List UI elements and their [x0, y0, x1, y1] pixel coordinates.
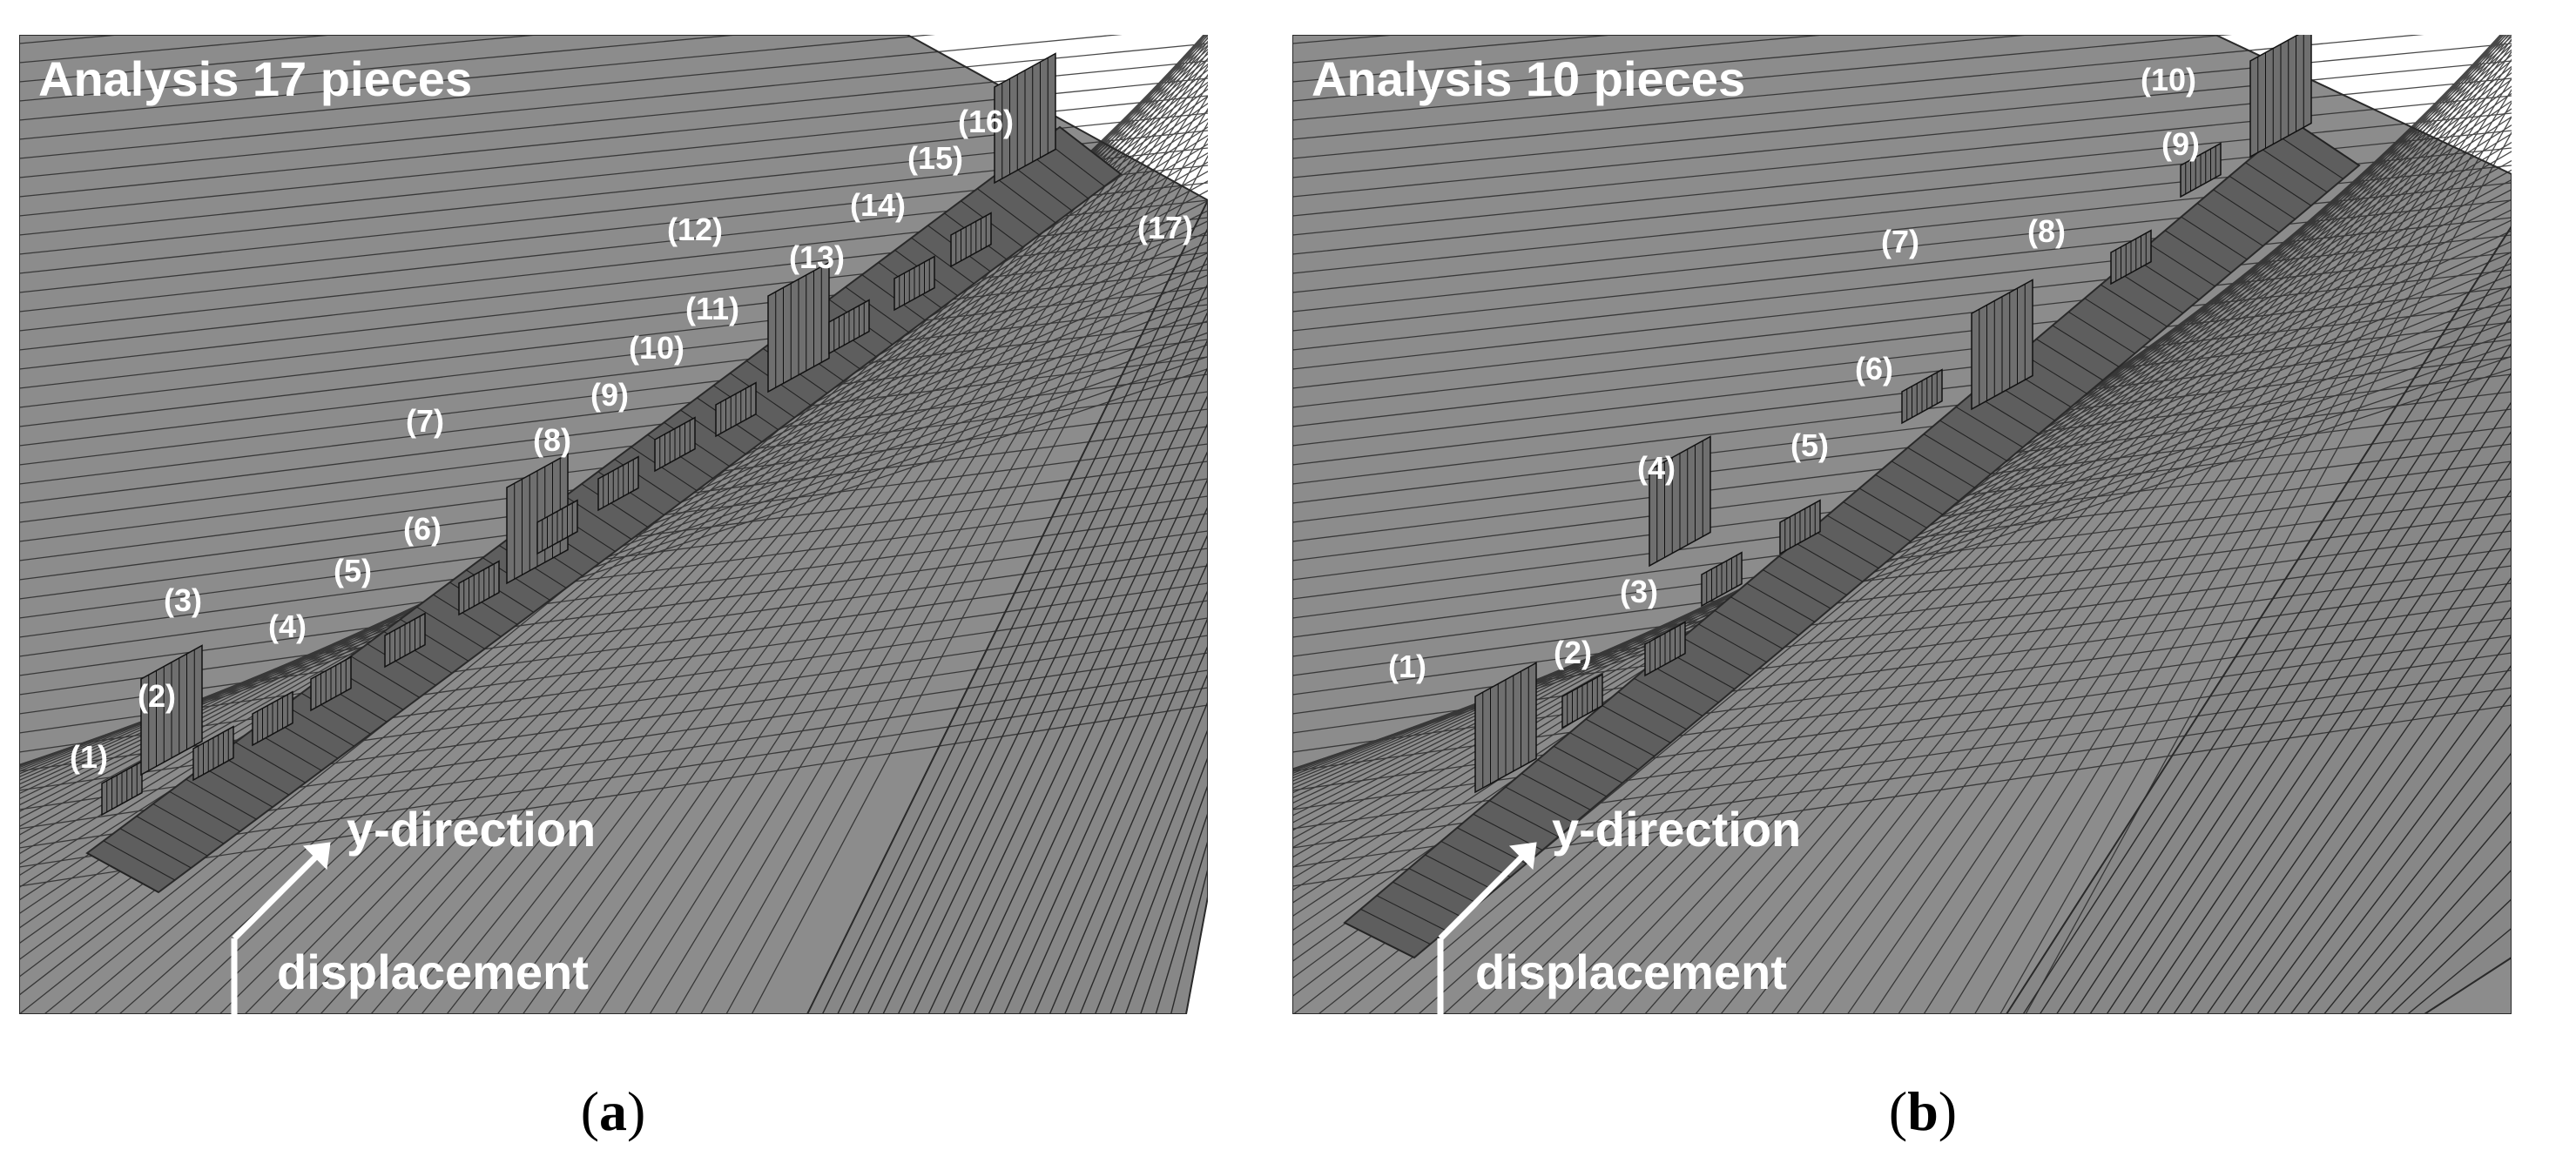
panel-b-title: Analysis 10 pieces [1312, 51, 1746, 106]
y-direction-label-a: y-direction [347, 802, 597, 857]
piece-label-b-5: (5) [1790, 427, 1829, 463]
piece-label-a-12: (12) [666, 212, 724, 247]
piece-block [828, 299, 870, 355]
piece-block [2249, 35, 2312, 158]
axis-arrows [231, 842, 331, 1014]
piece-block [506, 453, 569, 585]
piece-blocks [1474, 35, 2312, 794]
piece-label-a-9: (9) [590, 377, 629, 413]
piece-block [994, 52, 1056, 185]
y-direction-arrow [232, 849, 324, 941]
y-direction-arrowhead [302, 842, 331, 871]
piece-label-a-13: (13) [788, 239, 846, 275]
piece-block [950, 212, 992, 268]
piece-label-a-2: (2) [138, 678, 176, 714]
piece-block [192, 725, 234, 782]
panel-a-title: Analysis 17 pieces [38, 51, 473, 106]
piece-block [715, 381, 757, 438]
mesh-b [1292, 35, 2512, 1014]
piece-label-a-3: (3) [164, 582, 202, 618]
piece-label-a-6: (6) [403, 511, 442, 547]
y-direction-arrow [1438, 849, 1530, 941]
piece-block [1561, 673, 1603, 729]
piece-label-a-1: (1) [70, 739, 108, 775]
piece-block [1971, 279, 2033, 411]
piece-block [384, 612, 426, 669]
piece-block [1644, 621, 1686, 677]
piece-block [458, 560, 500, 616]
piece-label-a-7: (7) [406, 403, 444, 439]
piece-block [536, 499, 578, 555]
piece-label-b-10: (10) [2140, 62, 2197, 97]
piece-block [597, 455, 639, 512]
piece-block [252, 690, 293, 747]
piece-block [1901, 368, 1943, 425]
axis-arrows [1437, 842, 1537, 1014]
piece-block [310, 655, 352, 712]
piece-label-b-8: (8) [2027, 213, 2066, 249]
caption-a: (a) [580, 1080, 646, 1142]
piece-label-a-14: (14) [849, 187, 907, 223]
displacement-label-b: displacement [1475, 945, 1787, 999]
piece-label-b-4: (4) [1637, 450, 1676, 486]
panel-a: Analysis 17 pieces (1) (2) (3) (4) (5) (… [19, 35, 1208, 1014]
piece-block [2180, 142, 2222, 198]
y-direction-label-b: y-direction [1552, 802, 1802, 857]
caption-b: (b) [1888, 1080, 1958, 1142]
piece-label-a-15: (15) [907, 140, 964, 176]
piece-label-a-16: (16) [957, 104, 1015, 139]
piece-block [2110, 229, 2152, 286]
piece-block [767, 261, 830, 393]
piece-label-a-17: (17) [1136, 210, 1194, 245]
piece-label-a-11: (11) [684, 291, 740, 326]
piece-label-a-4: (4) [268, 608, 307, 644]
piece-label-a-10: (10) [628, 330, 685, 366]
piece-block [1701, 551, 1743, 608]
piece-block [101, 760, 143, 817]
piece-blocks [101, 52, 1056, 817]
piece-label-b-6: (6) [1855, 351, 1893, 387]
side-grid [2006, 225, 2512, 1014]
piece-label-b-3: (3) [1620, 574, 1658, 609]
piece-label-b-2: (2) [1554, 635, 1592, 670]
side-grid [806, 199, 1208, 1014]
piece-block [1649, 435, 1711, 568]
piece-block [654, 416, 696, 473]
y-direction-arrowhead [1508, 842, 1537, 871]
piece-label-b-7: (7) [1881, 224, 1919, 259]
piece-block [140, 644, 203, 776]
piece-block [1779, 499, 1821, 555]
piece-label-a-8: (8) [533, 422, 571, 458]
piece-label-b-9: (9) [2161, 126, 2200, 162]
mesh-a [19, 35, 1208, 1014]
piece-block [894, 255, 935, 312]
displacement-label-a: displacement [277, 945, 589, 999]
piece-label-a-5: (5) [334, 553, 372, 588]
groove-lines [1344, 121, 2360, 958]
piece-block [1474, 662, 1537, 794]
piece-label-b-1: (1) [1388, 649, 1426, 684]
panel-b: Analysis 10 pieces (1) (2) (3) (4) (5) (… [1292, 35, 2512, 1014]
